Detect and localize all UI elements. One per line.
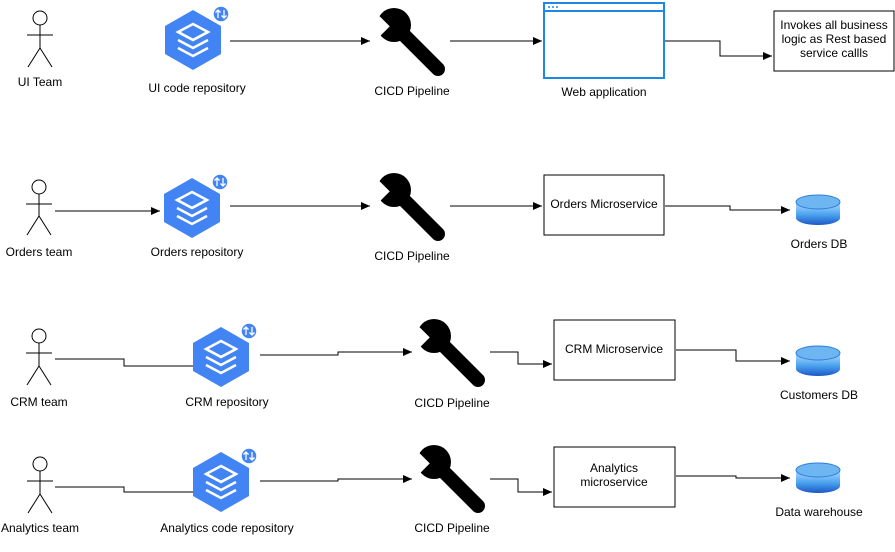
person-actor-icon (27, 456, 53, 514)
actor-orders-team: Orders team (6, 179, 73, 259)
database-icon (795, 462, 841, 493)
wrench-icon (404, 445, 485, 513)
service-label: CRM Microservice (565, 342, 663, 356)
pipeline-label: CICD Pipeline (374, 84, 450, 98)
db-label: Customers DB (780, 388, 858, 402)
person-actor-icon (26, 328, 52, 386)
source-repository-icon (165, 5, 230, 70)
edge-service-to-db-crm (676, 349, 790, 365)
actor-crm-team: CRM team (10, 328, 68, 409)
actor-label: CRM team (10, 395, 67, 409)
wrench-icon (364, 8, 445, 76)
pipeline-label: CICD Pipeline (414, 396, 490, 410)
pipeline-label: CICD Pipeline (414, 521, 490, 535)
edge-team-to-repo-crm (55, 358, 205, 367)
repo-ui: UI code repository (148, 5, 246, 95)
database-icon (795, 194, 841, 225)
orders-db: Orders DB (791, 194, 848, 251)
repo-crm: CRM repository (185, 322, 269, 409)
data-warehouse: Data warehouse (775, 462, 863, 519)
repo-label: Orders repository (151, 245, 244, 259)
note-box: Invokes all business logic as Rest based… (773, 10, 895, 72)
pipeline-ui: CICD Pipeline (364, 8, 450, 98)
repo-analytics: Analytics code repository (160, 447, 294, 535)
customers-db: Customers DB (780, 345, 858, 402)
wrench-icon (364, 173, 445, 241)
note-line-3: service callls (800, 46, 868, 60)
actor-analytics-team: Analytics team (1, 456, 79, 535)
connectors (55, 37, 790, 496)
pipeline-label: CICD Pipeline (374, 249, 450, 263)
edge-service-to-db-orders (665, 205, 790, 214)
database-icon (795, 345, 841, 376)
edge-team-to-repo-analytics (55, 486, 205, 493)
edge-repo-to-pipeline-crm (260, 348, 412, 356)
db-label: Orders DB (791, 237, 848, 251)
repo-label: UI code repository (148, 81, 245, 95)
note-line-1: Invokes all business (780, 18, 887, 32)
crm-microservice: CRM Microservice (553, 319, 676, 381)
person-actor-icon (27, 10, 53, 68)
edge-service-to-db-analytics (676, 474, 790, 482)
analytics-microservice: Analytics microservice (553, 446, 676, 508)
actor-ui-team: UI Team (18, 10, 62, 89)
wrench-icon (404, 319, 485, 387)
repo-label: Analytics code repository (160, 521, 293, 535)
edge-repo-to-pipeline-analytics (260, 475, 412, 483)
service-label-line-2: microservice (580, 475, 648, 489)
note-line-2: logic as Rest based (782, 32, 887, 46)
pipeline-crm: CICD Pipeline (404, 319, 490, 410)
service-label-line-1: Analytics (590, 461, 638, 475)
orders-microservice: Orders Microservice (543, 174, 665, 236)
db-label: Data warehouse (775, 505, 863, 519)
actor-label: UI Team (18, 75, 62, 89)
edge-pipeline-to-service-crm (490, 351, 552, 368)
person-actor-icon (26, 179, 52, 236)
pipeline-analytics: CICD Pipeline (404, 445, 490, 535)
service-label: Orders Microservice (550, 197, 658, 211)
repo-label: CRM repository (185, 395, 268, 409)
browser-window-icon (543, 2, 665, 79)
web-application-label: Web application (561, 85, 646, 99)
edge-webapp-to-note (665, 40, 772, 60)
actor-label: Analytics team (1, 521, 79, 535)
pipeline-orders: CICD Pipeline (364, 173, 450, 263)
edge-pipeline-to-service-analytics (490, 478, 552, 496)
actor-label: Orders team (6, 245, 73, 259)
source-repository-icon (193, 322, 258, 387)
source-repository-icon (193, 447, 258, 512)
source-repository-icon (164, 173, 229, 238)
repo-orders: Orders repository (151, 173, 244, 259)
web-application: Web application (543, 2, 665, 99)
